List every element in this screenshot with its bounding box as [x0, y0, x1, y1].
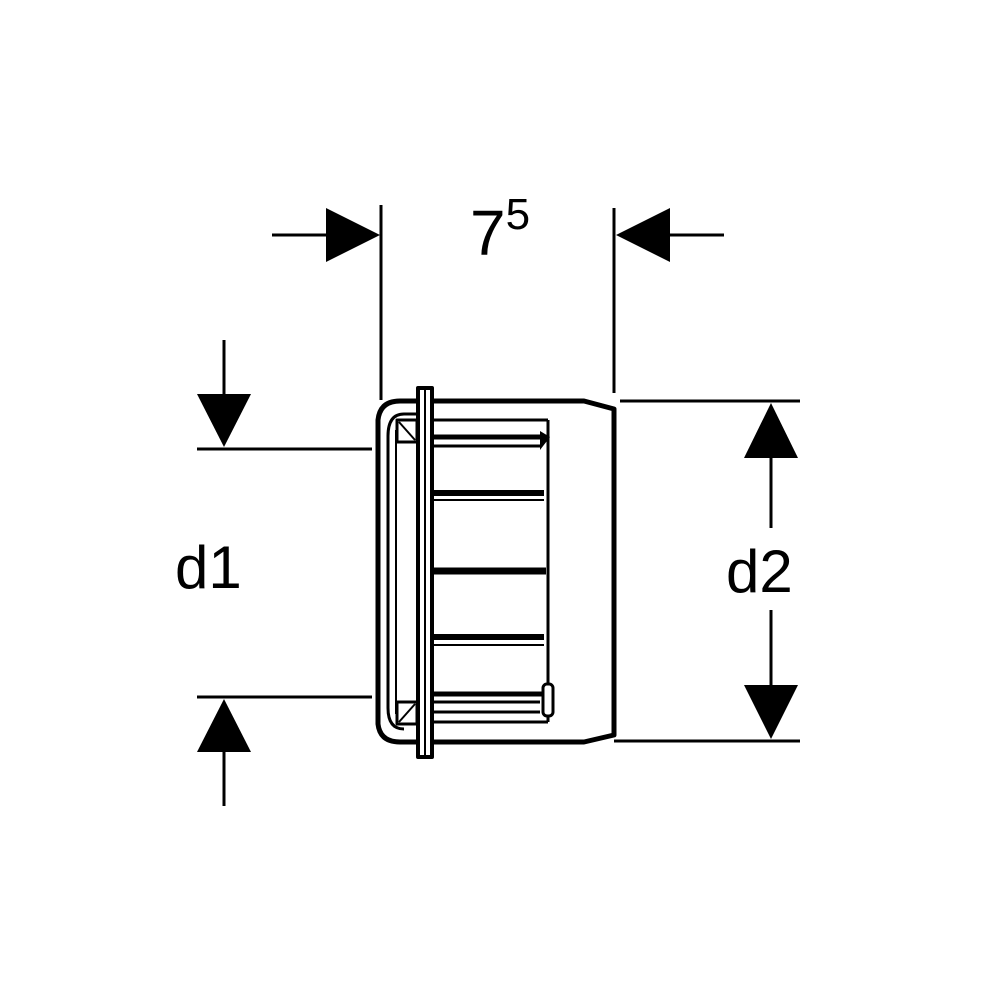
length-label: 75: [470, 190, 530, 269]
seal-bottom: [395, 700, 419, 726]
arrow-down-icon: [197, 394, 251, 447]
arrow-up-icon: [744, 403, 798, 458]
length-superscript: 5: [506, 190, 530, 239]
arrow-down-icon: [744, 685, 798, 739]
length-value: 7: [470, 197, 506, 269]
seal-bottom-mark: [398, 703, 416, 723]
rib-2: [434, 490, 544, 501]
rib-4: [434, 634, 544, 646]
arrow-left-icon: [616, 208, 670, 262]
outer-diameter-dimension: [614, 399, 800, 743]
rim-inner-edge: [386, 412, 430, 731]
inner-diameter-dimension: [197, 340, 372, 806]
fitting-part: [375, 386, 617, 759]
d2-label: d2: [726, 538, 793, 605]
rib-5: [434, 682, 555, 718]
arrow-right-icon: [326, 208, 380, 262]
seal-top: [395, 418, 419, 444]
rib-1: [434, 431, 550, 450]
fitting-ribs: [434, 431, 555, 718]
d1-label: d1: [175, 534, 242, 601]
body-outline: [375, 398, 617, 745]
seal-top-mark: [398, 421, 416, 441]
length-dimension: [272, 205, 724, 400]
arrow-up-icon: [197, 699, 251, 752]
